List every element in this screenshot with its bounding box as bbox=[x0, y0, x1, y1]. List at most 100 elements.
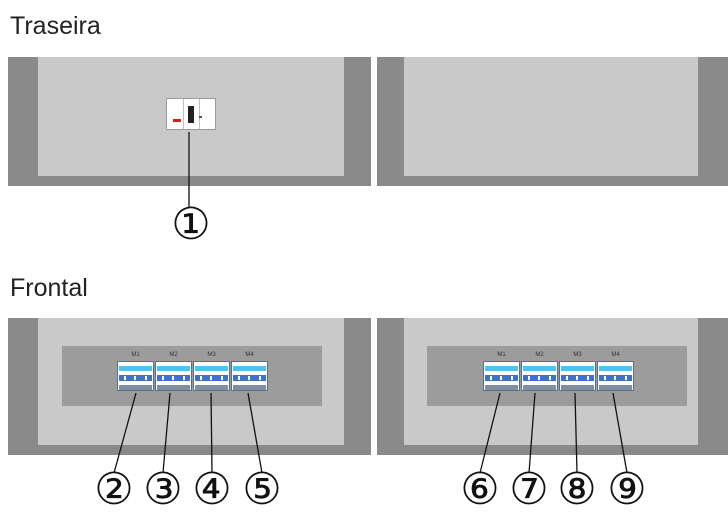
switch-bottom-stripe bbox=[233, 385, 266, 390]
pole-marker-icon bbox=[624, 376, 627, 380]
pole-marker-icon bbox=[258, 376, 261, 380]
leader-line-6 bbox=[479, 392, 501, 474]
pole-marker-icon bbox=[220, 376, 223, 380]
switch-bottom-stripe bbox=[157, 385, 190, 390]
switch-body bbox=[155, 361, 192, 391]
switch-body bbox=[597, 361, 634, 391]
leader-line-5 bbox=[247, 392, 263, 474]
pole-marker-icon bbox=[144, 376, 147, 380]
callout-left-1: ② bbox=[94, 464, 134, 515]
switch-module: M1 bbox=[117, 351, 154, 391]
pole-marker-icon bbox=[528, 376, 531, 380]
switch-module-label: M1 bbox=[131, 352, 140, 358]
switch-module: M1 bbox=[483, 351, 520, 391]
switch-body bbox=[521, 361, 558, 391]
switch-module: M4 bbox=[231, 351, 268, 391]
pole-marker-icon bbox=[182, 376, 185, 380]
cabinet-divider bbox=[371, 57, 377, 186]
pole-marker-icon bbox=[614, 376, 617, 380]
switch-body bbox=[559, 361, 596, 391]
switch-pole-markers bbox=[158, 376, 189, 380]
pole-marker-icon bbox=[510, 376, 513, 380]
cabinet-side-right bbox=[344, 318, 374, 455]
pole-marker-icon bbox=[500, 376, 503, 380]
pole-marker-icon bbox=[172, 376, 175, 380]
pole-marker-icon bbox=[576, 376, 579, 380]
cabinet-base bbox=[8, 445, 374, 455]
switch-bottom-stripe bbox=[485, 385, 518, 390]
switch-module-label: M2 bbox=[169, 352, 178, 358]
leader-line-7 bbox=[528, 392, 536, 474]
cabinet-side-left bbox=[8, 57, 38, 186]
switch-pole-markers bbox=[562, 376, 593, 380]
switch-module-label: M3 bbox=[573, 352, 582, 358]
front-section-title: Frontal bbox=[10, 274, 88, 302]
switch-top-stripe bbox=[561, 366, 594, 371]
main-breaker bbox=[166, 98, 216, 130]
switch-body bbox=[231, 361, 268, 391]
breaker-mark-icon bbox=[199, 116, 202, 118]
cabinet-side-left bbox=[374, 57, 404, 186]
switch-bottom-stripe bbox=[119, 385, 152, 390]
switch-pole-markers bbox=[600, 376, 631, 380]
breaker-indicator-icon bbox=[173, 119, 181, 122]
switch-panel-left bbox=[62, 346, 322, 406]
breaker-segment-line bbox=[199, 99, 200, 129]
rear-section-title: Traseira bbox=[10, 12, 101, 40]
switch-body bbox=[117, 361, 154, 391]
callout-right-1: ⑥ bbox=[460, 464, 500, 515]
switch-module: M3 bbox=[193, 351, 230, 391]
switch-pole-markers bbox=[524, 376, 555, 380]
switch-top-stripe bbox=[599, 366, 632, 371]
pole-marker-icon bbox=[210, 376, 213, 380]
cabinet-side-left bbox=[374, 318, 404, 455]
switch-module: M2 bbox=[155, 351, 192, 391]
switch-body bbox=[483, 361, 520, 391]
switch-bottom-stripe bbox=[523, 385, 556, 390]
callout-right-2: ⑦ bbox=[509, 464, 549, 515]
switch-top-stripe bbox=[485, 366, 518, 371]
pole-marker-icon bbox=[490, 376, 493, 380]
pole-marker-icon bbox=[200, 376, 203, 380]
pole-marker-icon bbox=[162, 376, 165, 380]
pole-marker-icon bbox=[566, 376, 569, 380]
leader-line-8 bbox=[574, 392, 578, 474]
switch-top-stripe bbox=[523, 366, 556, 371]
cabinet-base bbox=[374, 176, 728, 186]
cabinet-side-right bbox=[344, 57, 374, 186]
callout-left-2: ③ bbox=[143, 464, 183, 515]
callout-right-4: ⑨ bbox=[607, 464, 647, 515]
cabinet-base bbox=[8, 176, 374, 186]
breaker-segment-line bbox=[183, 99, 184, 129]
pole-marker-icon bbox=[586, 376, 589, 380]
breaker-lever-icon bbox=[188, 106, 194, 123]
pole-marker-icon bbox=[238, 376, 241, 380]
switch-bottom-stripe bbox=[195, 385, 228, 390]
switch-pole-markers bbox=[234, 376, 265, 380]
switch-bottom-stripe bbox=[561, 385, 594, 390]
switch-body bbox=[193, 361, 230, 391]
switch-module: M2 bbox=[521, 351, 558, 391]
leader-line-4 bbox=[210, 392, 213, 474]
cabinet-side-right bbox=[698, 318, 728, 455]
leader-line-2 bbox=[113, 392, 137, 474]
cabinet-divider bbox=[371, 318, 377, 455]
cabinet-side-right bbox=[698, 57, 728, 186]
pole-marker-icon bbox=[248, 376, 251, 380]
pole-marker-icon bbox=[124, 376, 127, 380]
switch-module: M3 bbox=[559, 351, 596, 391]
pole-marker-icon bbox=[538, 376, 541, 380]
switch-top-stripe bbox=[157, 366, 190, 371]
callout-left-3: ④ bbox=[192, 464, 232, 515]
switch-pole-markers bbox=[196, 376, 227, 380]
switch-module-group-left: M1 M2 M3 M4 bbox=[117, 351, 270, 393]
pole-marker-icon bbox=[548, 376, 551, 380]
switch-pole-markers bbox=[486, 376, 517, 380]
switch-bottom-stripe bbox=[599, 385, 632, 390]
switch-module-label: M2 bbox=[535, 352, 544, 358]
switch-top-stripe bbox=[233, 366, 266, 371]
callout-right-3: ⑧ bbox=[557, 464, 597, 515]
switch-module-label: M3 bbox=[207, 352, 216, 358]
